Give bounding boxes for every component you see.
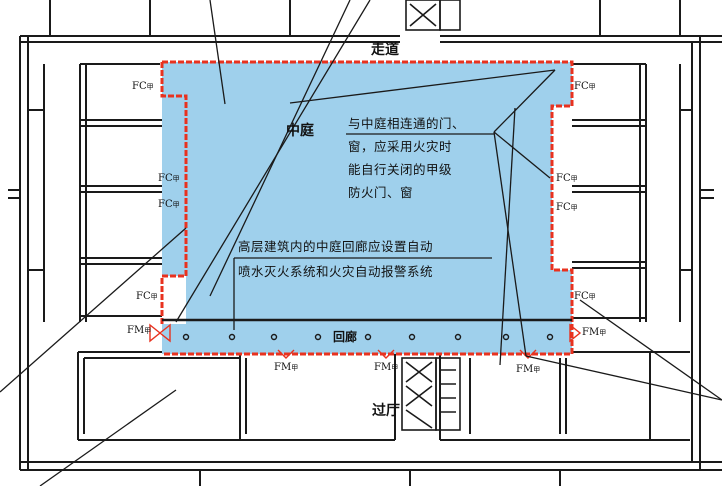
sprinkler-note: 高层建筑内的中庭回廊应设置自动 喷水灭火系统和火灾自动报警系统: [238, 234, 433, 284]
marker-code: FC: [574, 81, 589, 92]
left-rooms: [28, 63, 162, 322]
gallery-sprinklers: [182, 333, 554, 341]
marker-code: FM: [582, 327, 600, 338]
sprinkler-note-line-1: 高层建筑内的中庭回廊应设置自动: [238, 239, 434, 254]
fire-door-marker: FC甲: [556, 173, 578, 184]
fire-door-marker: FC甲: [158, 173, 180, 184]
fire-door-marker: FC甲: [574, 81, 596, 92]
fire-door-marker: FM甲: [582, 327, 606, 338]
fire-door-marker: FM甲: [516, 364, 540, 375]
marker-suffix: 甲: [599, 329, 607, 337]
stair-core-top: [405, 0, 461, 31]
marker-code: FM: [274, 362, 292, 373]
hall-label: 过厅: [372, 403, 400, 419]
fire-door-marker: FM甲: [274, 362, 298, 373]
door-note-line-3: 能自行关闭的甲级: [348, 162, 453, 177]
door-marks: [149, 323, 582, 359]
fire-door-marker: FC甲: [574, 291, 596, 302]
door-note: 与中庭相连通的门、 窗，应采用火灾时 能自行关闭的甲级 防火门、窗: [348, 112, 465, 204]
marker-code: FC: [136, 291, 151, 302]
marker-code: FM: [374, 362, 392, 373]
marker-code: FC: [132, 81, 147, 92]
fire-door-marker: FC甲: [136, 291, 158, 302]
stair-core-bottom: [401, 357, 461, 431]
marker-suffix: 甲: [588, 83, 596, 91]
marker-code: FM: [127, 325, 145, 336]
marker-code: FC: [556, 202, 571, 213]
door-note-line-1: 与中庭相连通的门、: [348, 116, 466, 131]
fire-door-marker: FC甲: [132, 81, 154, 92]
right-rooms: [572, 63, 692, 322]
atrium-label: 中庭: [286, 123, 314, 139]
marker-suffix: 甲: [172, 201, 180, 209]
fire-door-marker: FM甲: [127, 325, 151, 336]
marker-suffix: 甲: [146, 83, 154, 91]
marker-code: FM: [516, 364, 534, 375]
atrium-area: [162, 62, 572, 354]
fire-door-marker: FM甲: [374, 362, 398, 373]
marker-suffix: 甲: [391, 364, 399, 372]
marker-suffix: 甲: [291, 364, 299, 372]
corridor-label: 走道: [371, 42, 399, 58]
door-note-line-2: 窗，应采用火灾时: [348, 139, 453, 154]
marker-code: FC: [158, 173, 173, 184]
outer-walls: [8, 0, 722, 486]
door-note-line-4: 防火门、窗: [348, 185, 414, 200]
marker-suffix: 甲: [144, 327, 152, 335]
marker-code: FC: [556, 173, 571, 184]
marker-suffix: 甲: [570, 175, 578, 183]
fire-door-marker: FC甲: [158, 199, 180, 210]
marker-code: FC: [158, 199, 173, 210]
marker-suffix: 甲: [533, 366, 541, 374]
fire-separation-line-left: [160, 62, 188, 324]
fire-door-marker: FC甲: [556, 202, 578, 213]
marker-suffix: 甲: [570, 204, 578, 212]
sprinkler-note-line-2: 喷水灭火系统和火灾自动报警系统: [238, 264, 434, 279]
marker-suffix: 甲: [172, 175, 180, 183]
gallery-label: 回廊: [333, 330, 358, 344]
marker-suffix: 甲: [150, 293, 158, 301]
marker-code: FC: [574, 291, 589, 302]
marker-suffix: 甲: [588, 293, 596, 301]
